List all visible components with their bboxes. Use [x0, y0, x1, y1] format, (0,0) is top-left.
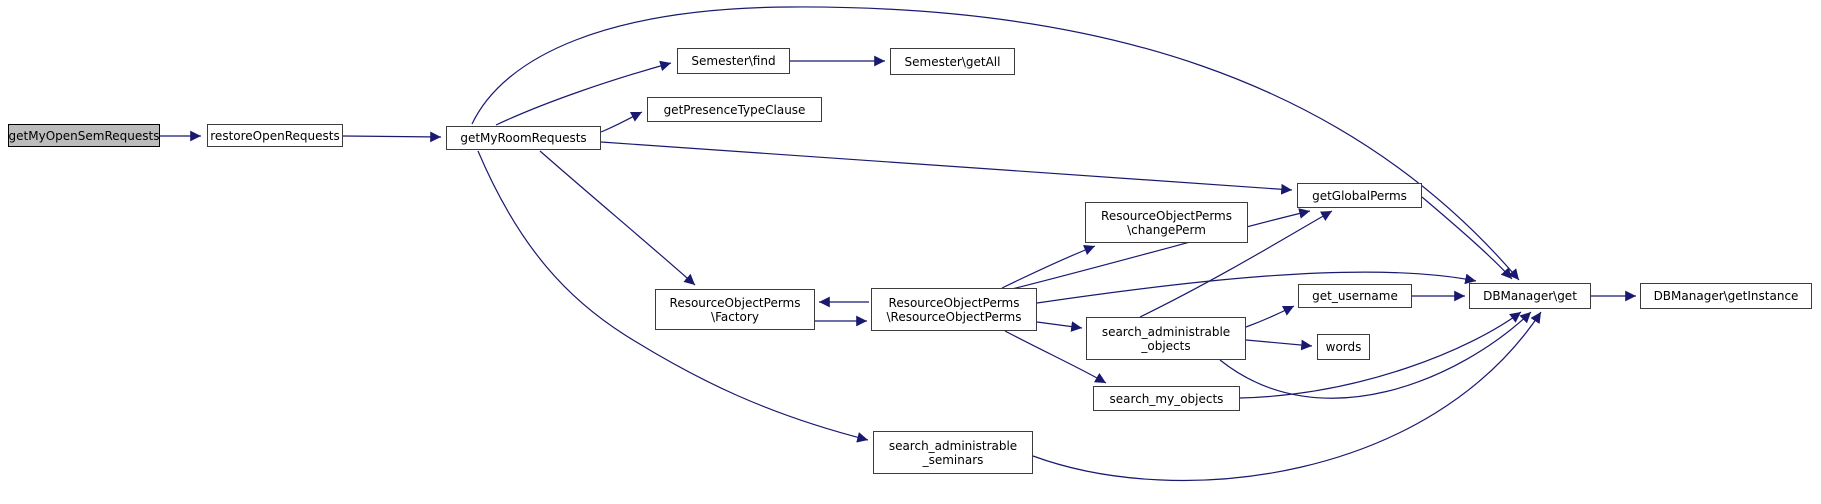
node-label: search_my_objects [1109, 391, 1224, 406]
edge-restoreOpenRequests-getMyRoomRequests [342, 131, 442, 143]
node-label: getMyOpenSemRequests [8, 128, 160, 143]
edge-search-administrable-objects-words [1245, 339, 1313, 351]
node-restoreOpenRequests[interactable]: restoreOpenRequests [207, 124, 343, 147]
edge-getMyRoomRequests-search-administrable-seminars [477, 150, 869, 443]
node-search-my-objects[interactable]: search_my_objects [1093, 386, 1240, 411]
edge-search-my-objects-dbmanager-get [1239, 311, 1522, 399]
edge-resourceobjectperms-dbmanager-get [1036, 271, 1477, 304]
edge-resourceobjectperms-changeperm [1001, 244, 1096, 289]
edge-getGlobalPerms-dbmanager-get [1421, 196, 1513, 280]
edge-search-administrable-objects-getGlobalPerms [1139, 210, 1333, 318]
edge-getMyRoomRequests-getPresenceTypeClause [600, 111, 643, 133]
node-resourceobjectperms-resourceobjectperms[interactable]: ResourceObjectPerms \ResourceObjectPerms [871, 288, 1037, 331]
node-label-line1: search_administrable [888, 438, 1018, 453]
node-label: DBManager\get [1483, 289, 1577, 303]
edge-search-administrable-objects-get-username [1245, 305, 1295, 328]
node-label: getMyRoomRequests [460, 131, 587, 145]
node-resourceobjectperms-factory[interactable]: ResourceObjectPerms \Factory [655, 289, 815, 330]
node-label-line1: ResourceObjectPerms [669, 295, 801, 310]
node-label-line1: ResourceObjectPerms [1101, 208, 1232, 223]
node-label-line2: _objects [1141, 338, 1191, 353]
node-search-administrable-seminars[interactable]: search_administrable _seminars [873, 431, 1033, 474]
node-label-line1: search_administrable [1101, 324, 1231, 339]
edge-search-administrable-objects-dbmanager-get [1219, 311, 1532, 399]
node-label-line2: \ResourceObjectPerms [886, 309, 1022, 324]
node-resourceobjectperms-changeperm[interactable]: ResourceObjectPerms \changePerm [1085, 202, 1248, 243]
node-label: Semester\find [691, 54, 776, 68]
node-label: DBManager\getInstance [1653, 289, 1799, 303]
node-semester-getall[interactable]: Semester\getAll [890, 48, 1015, 75]
node-label: getGlobalPerms [1312, 188, 1407, 203]
node-semester-find[interactable]: Semester\find [677, 48, 790, 74]
node-dbmanager-get[interactable]: DBManager\get [1469, 283, 1591, 309]
node-search-administrable-objects[interactable]: search_administrable _objects [1086, 317, 1246, 360]
node-getGlobalPerms[interactable]: getGlobalPerms [1297, 183, 1422, 208]
node-getMyRoomRequests[interactable]: getMyRoomRequests [446, 126, 601, 150]
node-dbmanager-getinstance[interactable]: DBManager\getInstance [1640, 283, 1812, 309]
node-label: getPresenceTypeClause [663, 102, 806, 117]
edge-getMyRoomRequests-dbmanager-get-top-arc [471, 6, 1520, 281]
node-label: restoreOpenRequests [210, 128, 340, 143]
edge-getMyRoomRequests-factory [539, 150, 696, 286]
node-label-line1: ResourceObjectPerms [888, 295, 1020, 310]
edge-resourceobjectperms-getGlobalPerms [1011, 208, 1311, 290]
edge-getMyRoomRequests-getGlobalPerms [600, 141, 1293, 195]
edge-search-administrable-seminars-dbmanager-get [1032, 311, 1542, 482]
node-label: Semester\getAll [904, 54, 1001, 69]
node-label-line2: \changePerm [1127, 222, 1206, 237]
node-getMyOpenSemRequests[interactable]: getMyOpenSemRequests [8, 124, 160, 147]
node-words[interactable]: words [1317, 334, 1370, 360]
node-label-line2: \Factory [711, 309, 759, 324]
node-label: get_username [1312, 289, 1398, 303]
node-label-line2: _seminars [922, 452, 984, 467]
node-get-username[interactable]: get_username [1298, 284, 1412, 308]
edge-resourceobjectperms-search-administrable-objects [1036, 321, 1083, 332]
node-getPresenceTypeClause[interactable]: getPresenceTypeClause [647, 97, 822, 122]
edge-getMyRoomRequests-semester-find [495, 60, 672, 126]
node-label: words [1325, 340, 1362, 354]
edge-resourceobjectperms-search-my-objects [1004, 330, 1107, 384]
